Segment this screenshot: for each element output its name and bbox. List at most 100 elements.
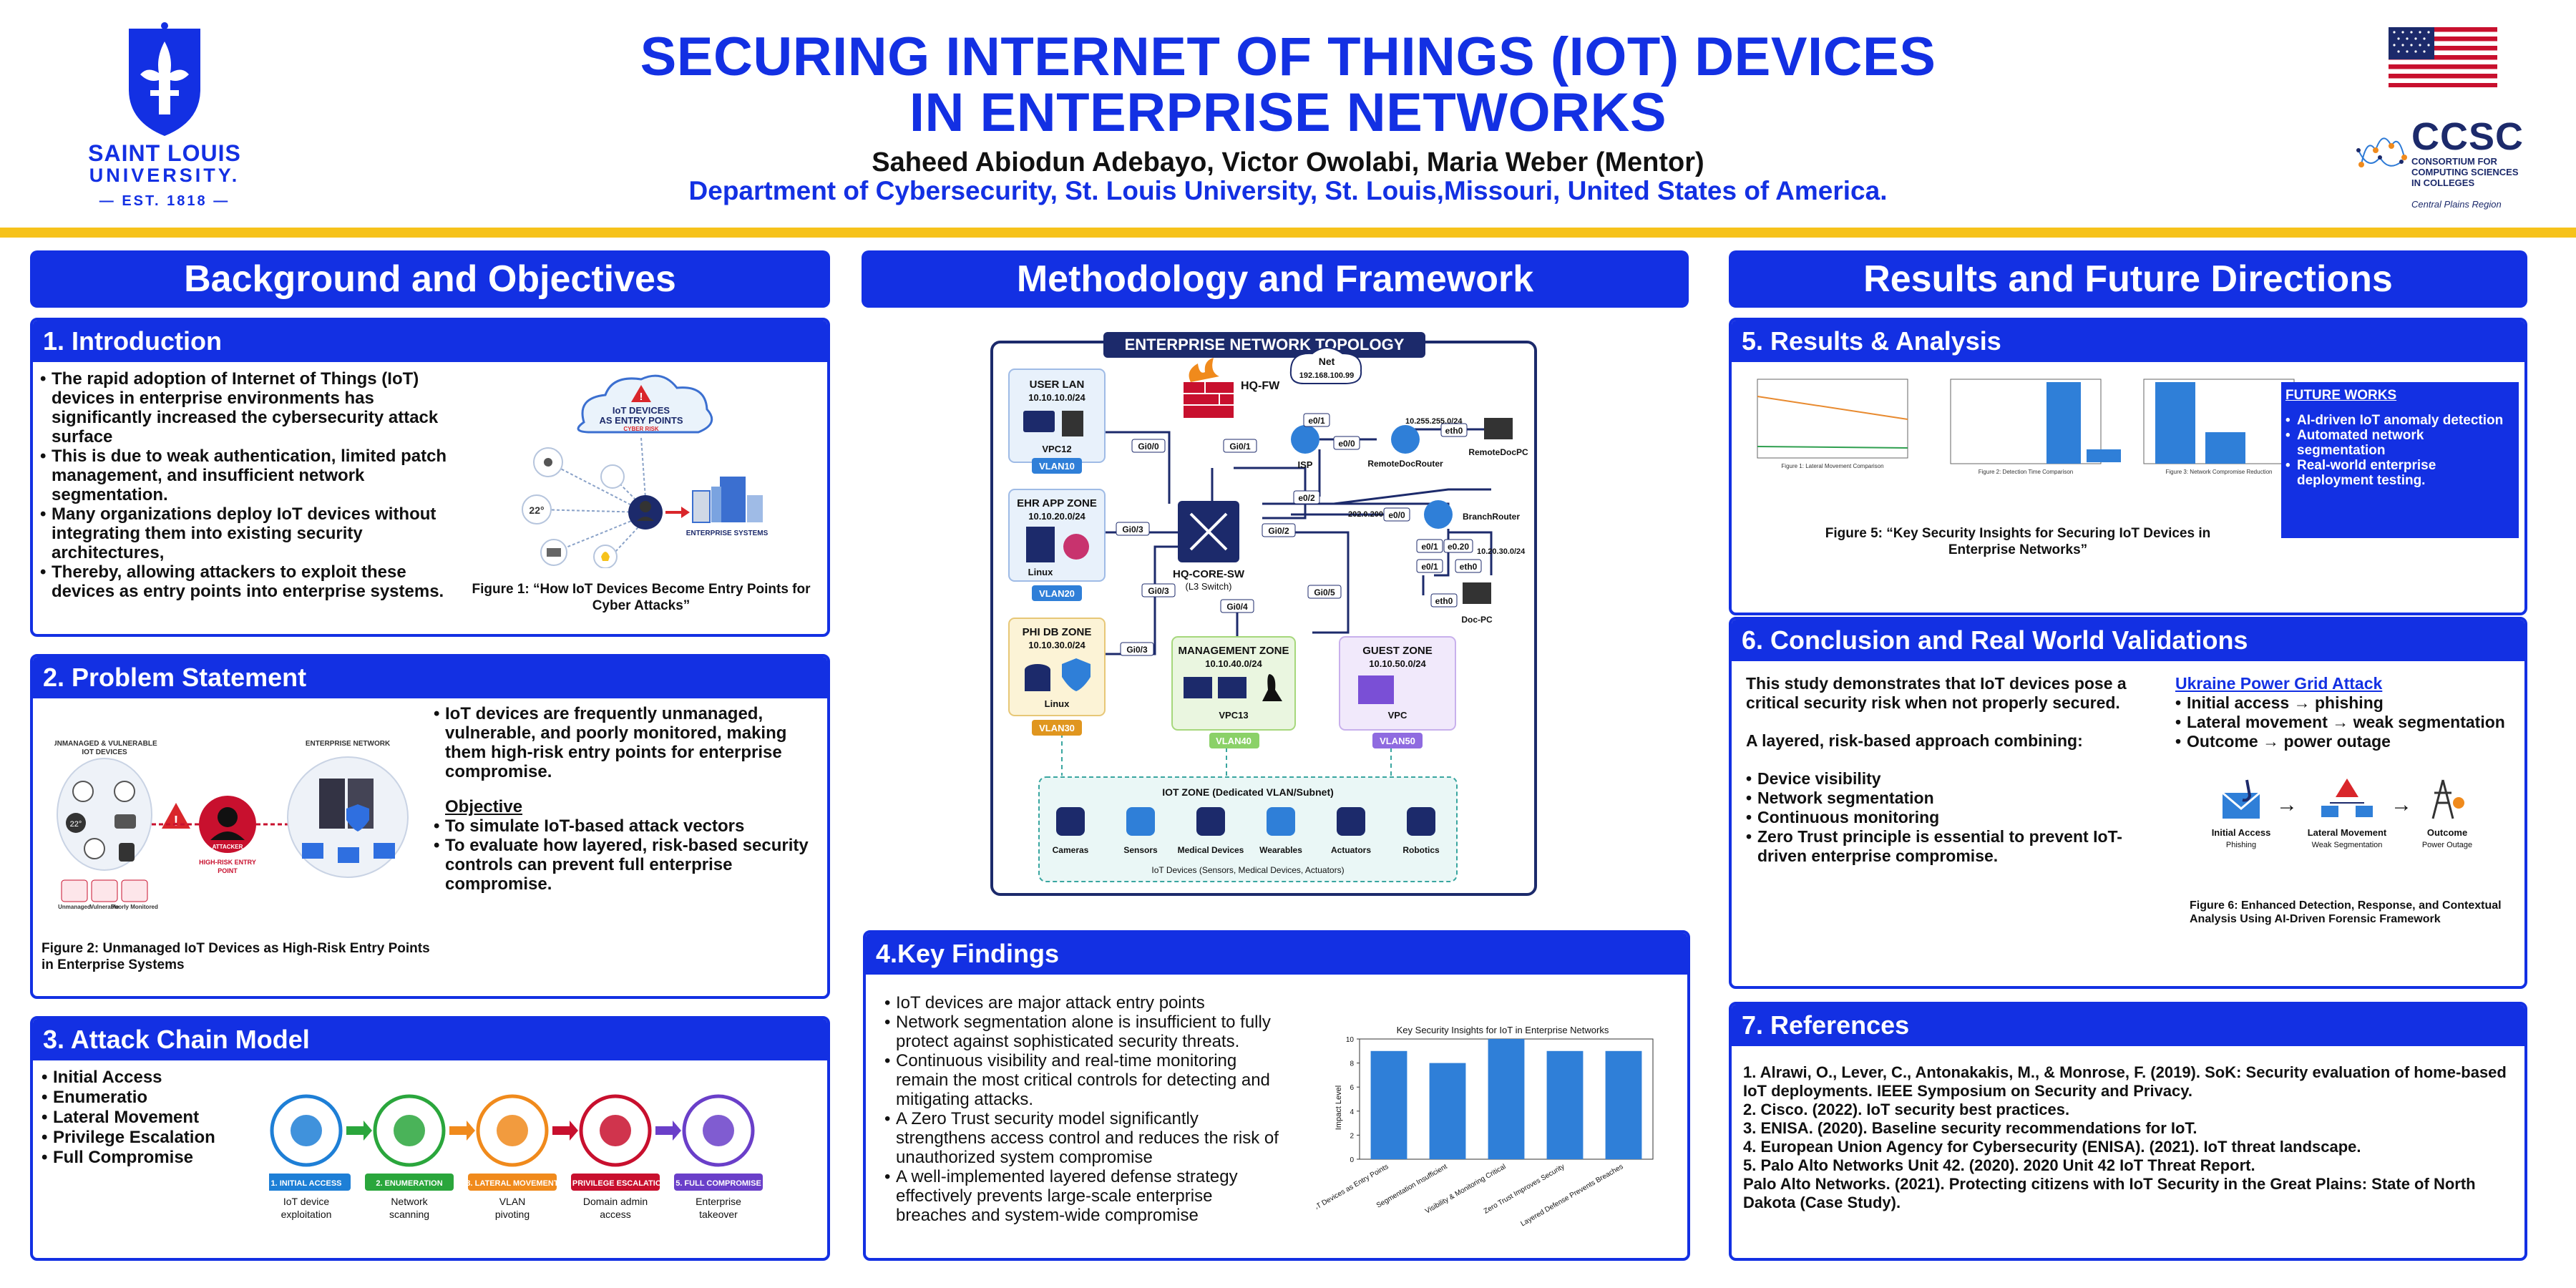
vlan40-badge: VLAN40 (1216, 736, 1252, 746)
port-label: e0.20 (1448, 542, 1469, 552)
problem-title: 2. Problem Statement (33, 657, 827, 698)
ukraine-item: Outcome → power outage (2175, 732, 2512, 751)
port-label: eth0 (1460, 562, 1478, 572)
poster-title-line2: IN ENTERPRISE NETWORKS (909, 82, 1667, 143)
y-tick-label: 4 (1350, 1108, 1354, 1116)
phi-zone-subnet: 10.10.30.0/24 (1028, 640, 1085, 650)
ccsc-region: Central Plains Region (2411, 199, 2502, 210)
gold-divider (0, 228, 2576, 238)
cloud-label-3: CYBER RISK (623, 426, 659, 432)
port-label: eth0 (1435, 596, 1453, 606)
attack-stage-desc: access (600, 1209, 631, 1220)
references-panel: 7. References 1. Alrawi, O., Lever, C., … (1729, 1002, 2527, 1261)
attack-stage-label: 1. INITIAL ACCESS (270, 1179, 341, 1188)
wifi-icon (600, 464, 625, 489)
iot-device-label: Actuators (1331, 845, 1371, 855)
svg-text:!: ! (174, 814, 179, 829)
ehr-zone-subnet: 10.10.20.0/24 (1028, 511, 1085, 522)
user-lan-host: VPC12 (1042, 444, 1071, 454)
reference-item: 2. Cisco. (2022). IoT security best prac… (1743, 1101, 2070, 1118)
future-works-list: AI-driven IoT anomaly detection Automate… (2285, 413, 2514, 488)
enterprise-label: ENTERPRISE SYSTEMS (686, 530, 769, 537)
port-label: Gi0/2 (1268, 526, 1289, 536)
future-item: Automated network segmentation (2285, 428, 2514, 458)
port-label: e0/1 (1308, 416, 1325, 426)
reference-item: Palo Alto Networks. (2021). Protecting c… (1743, 1175, 2476, 1211)
conclusion-para1: This study demonstrates that IoT devices… (1746, 674, 2127, 712)
ukraine-item: Lateral movement → weak segmentation (2175, 713, 2512, 732)
ccsc-logo: CCSC CONSORTIUM FOR COMPUTING SCIENCES I… (2354, 114, 2547, 211)
attack-stage-desc: Domain admin (583, 1196, 648, 1207)
finding-item: A Zero Trust security model significantl… (884, 1109, 1285, 1167)
cloud-label-1: IoT DEVICES (613, 405, 670, 416)
results-panel: 5. Results & Analysis Figure 1: Lateral … (1729, 318, 2527, 615)
poster-title-line1: SECURING INTERNET OF THINGS (IOT) DEVICE… (640, 26, 1936, 87)
attack-stage-tag (571, 1174, 660, 1191)
conclusion-bullets: Device visibility Network segmentation C… (1746, 769, 2147, 866)
mini-chart-caption: Figure 2: Detection Time Comparison (1979, 469, 2074, 475)
iot-device-label: Robotics (1402, 845, 1440, 855)
iot-device-icon (1267, 807, 1295, 836)
conclusion-panel: 6. Conclusion and Real World Validations… (1729, 617, 2527, 989)
mgmt-zone-name: MANAGEMENT ZONE (1179, 645, 1289, 657)
ccsc-name: CCSC (2411, 115, 2524, 158)
y-tick-label: 0 (1350, 1156, 1354, 1164)
flow-label: Lateral Movement (2308, 827, 2387, 838)
conclusion-title: 6. Conclusion and Real World Validations (1732, 620, 2524, 661)
y-tick-label: 10 (1346, 1036, 1355, 1044)
ccsc-fullname: CONSORTIUM FOR COMPUTING SCIENCES IN COL… (2411, 156, 2519, 188)
intro-bullet: This is due to weak authentication, limi… (40, 447, 462, 504)
conclusion-bullet: Continuous monitoring (1746, 808, 2147, 827)
port-label: Gi0/0 (1138, 441, 1159, 452)
ccsc-network-icon (2356, 137, 2407, 167)
y-tick-label: 8 (1350, 1060, 1354, 1068)
conclusion-bullet: Device visibility (1746, 769, 2147, 789)
column-header-middle: Methodology and Framework (862, 250, 1689, 308)
port-label: Gi0/3 (1126, 645, 1148, 655)
vlan10-badge: VLAN10 (1039, 461, 1075, 472)
attack-stage-desc: exploitation (281, 1209, 332, 1220)
y-tick-label: 6 (1350, 1084, 1354, 1092)
results-title: 5. Results & Analysis (1732, 321, 2524, 362)
port-label: e0/1 (1421, 542, 1438, 552)
svg-text:22°: 22° (70, 820, 82, 829)
flow-sub: Phishing (2226, 841, 2256, 849)
intro-bullet: Thereby, allowing attackers to exploit t… (40, 562, 462, 601)
finding-item: A well-implemented layered defense strat… (884, 1167, 1285, 1225)
attack-stage-label: 3. LATERAL MOVEMENT (466, 1179, 558, 1188)
attack-chain-title: 3. Attack Chain Model (33, 1019, 827, 1060)
flow-label: Initial Access (2212, 827, 2271, 838)
port-label: Gi0/3 (1148, 586, 1169, 596)
intro-bullet: Many organizations deploy IoT devices wi… (40, 504, 462, 562)
port-label: Gi0/5 (1314, 587, 1335, 597)
problem-bullet: IoT devices are frequently unmanaged, vu… (434, 704, 820, 781)
intro-panel: 1. Introduction The rapid adoption of In… (30, 318, 830, 637)
power-tower-icon (2431, 779, 2464, 819)
mini-chart-caption: Figure 1: Lateral Movement Comparison (1781, 463, 1883, 469)
port-label: Gi0/3 (1122, 525, 1143, 535)
ukraine-item: Initial access → phishing (2175, 693, 2512, 713)
guest-zone-subnet: 10.10.50.0/24 (1369, 658, 1426, 669)
iot-device-label: Sensors (1123, 845, 1158, 855)
findings-bullets: IoT devices are major attack entry point… (884, 993, 1285, 1225)
attack-stage-tag (365, 1174, 454, 1191)
chain-arrow-icon (655, 1121, 681, 1141)
attack-stage-tag (269, 1174, 351, 1191)
problem-text: IoT devices are frequently unmanaged, vu… (434, 704, 820, 894)
flow-arrow-icon: → (2391, 793, 2412, 816)
column-header-right: Results and Future Directions (1729, 250, 2527, 308)
iot-device-label: Cameras (1053, 845, 1089, 855)
phi-zone-name: PHI DB ZONE (1023, 626, 1092, 638)
objective-item: To evaluate how layered, risk-based secu… (434, 836, 820, 894)
reference-item: 4. European Union Agency for Cybersecuri… (1743, 1138, 2361, 1156)
objective-item: To simulate IoT-based attack vectors (434, 816, 820, 836)
attack-chain-panel: 3. Attack Chain Model Initial Access Enu… (30, 1016, 830, 1261)
us-flag-icon (2389, 27, 2497, 87)
attack-bullet: Lateral Movement (42, 1108, 270, 1128)
thermostat-temp: 22° (529, 504, 544, 516)
slu-name: SAINT LOUIS (88, 140, 241, 166)
core-switch-sub: (L3 Switch) (1185, 581, 1231, 592)
conclusion-bullet: Zero Trust principle is essential to pre… (1746, 827, 2147, 866)
port-label: e0/0 (1388, 510, 1405, 520)
iot-device-icon (1337, 807, 1365, 836)
